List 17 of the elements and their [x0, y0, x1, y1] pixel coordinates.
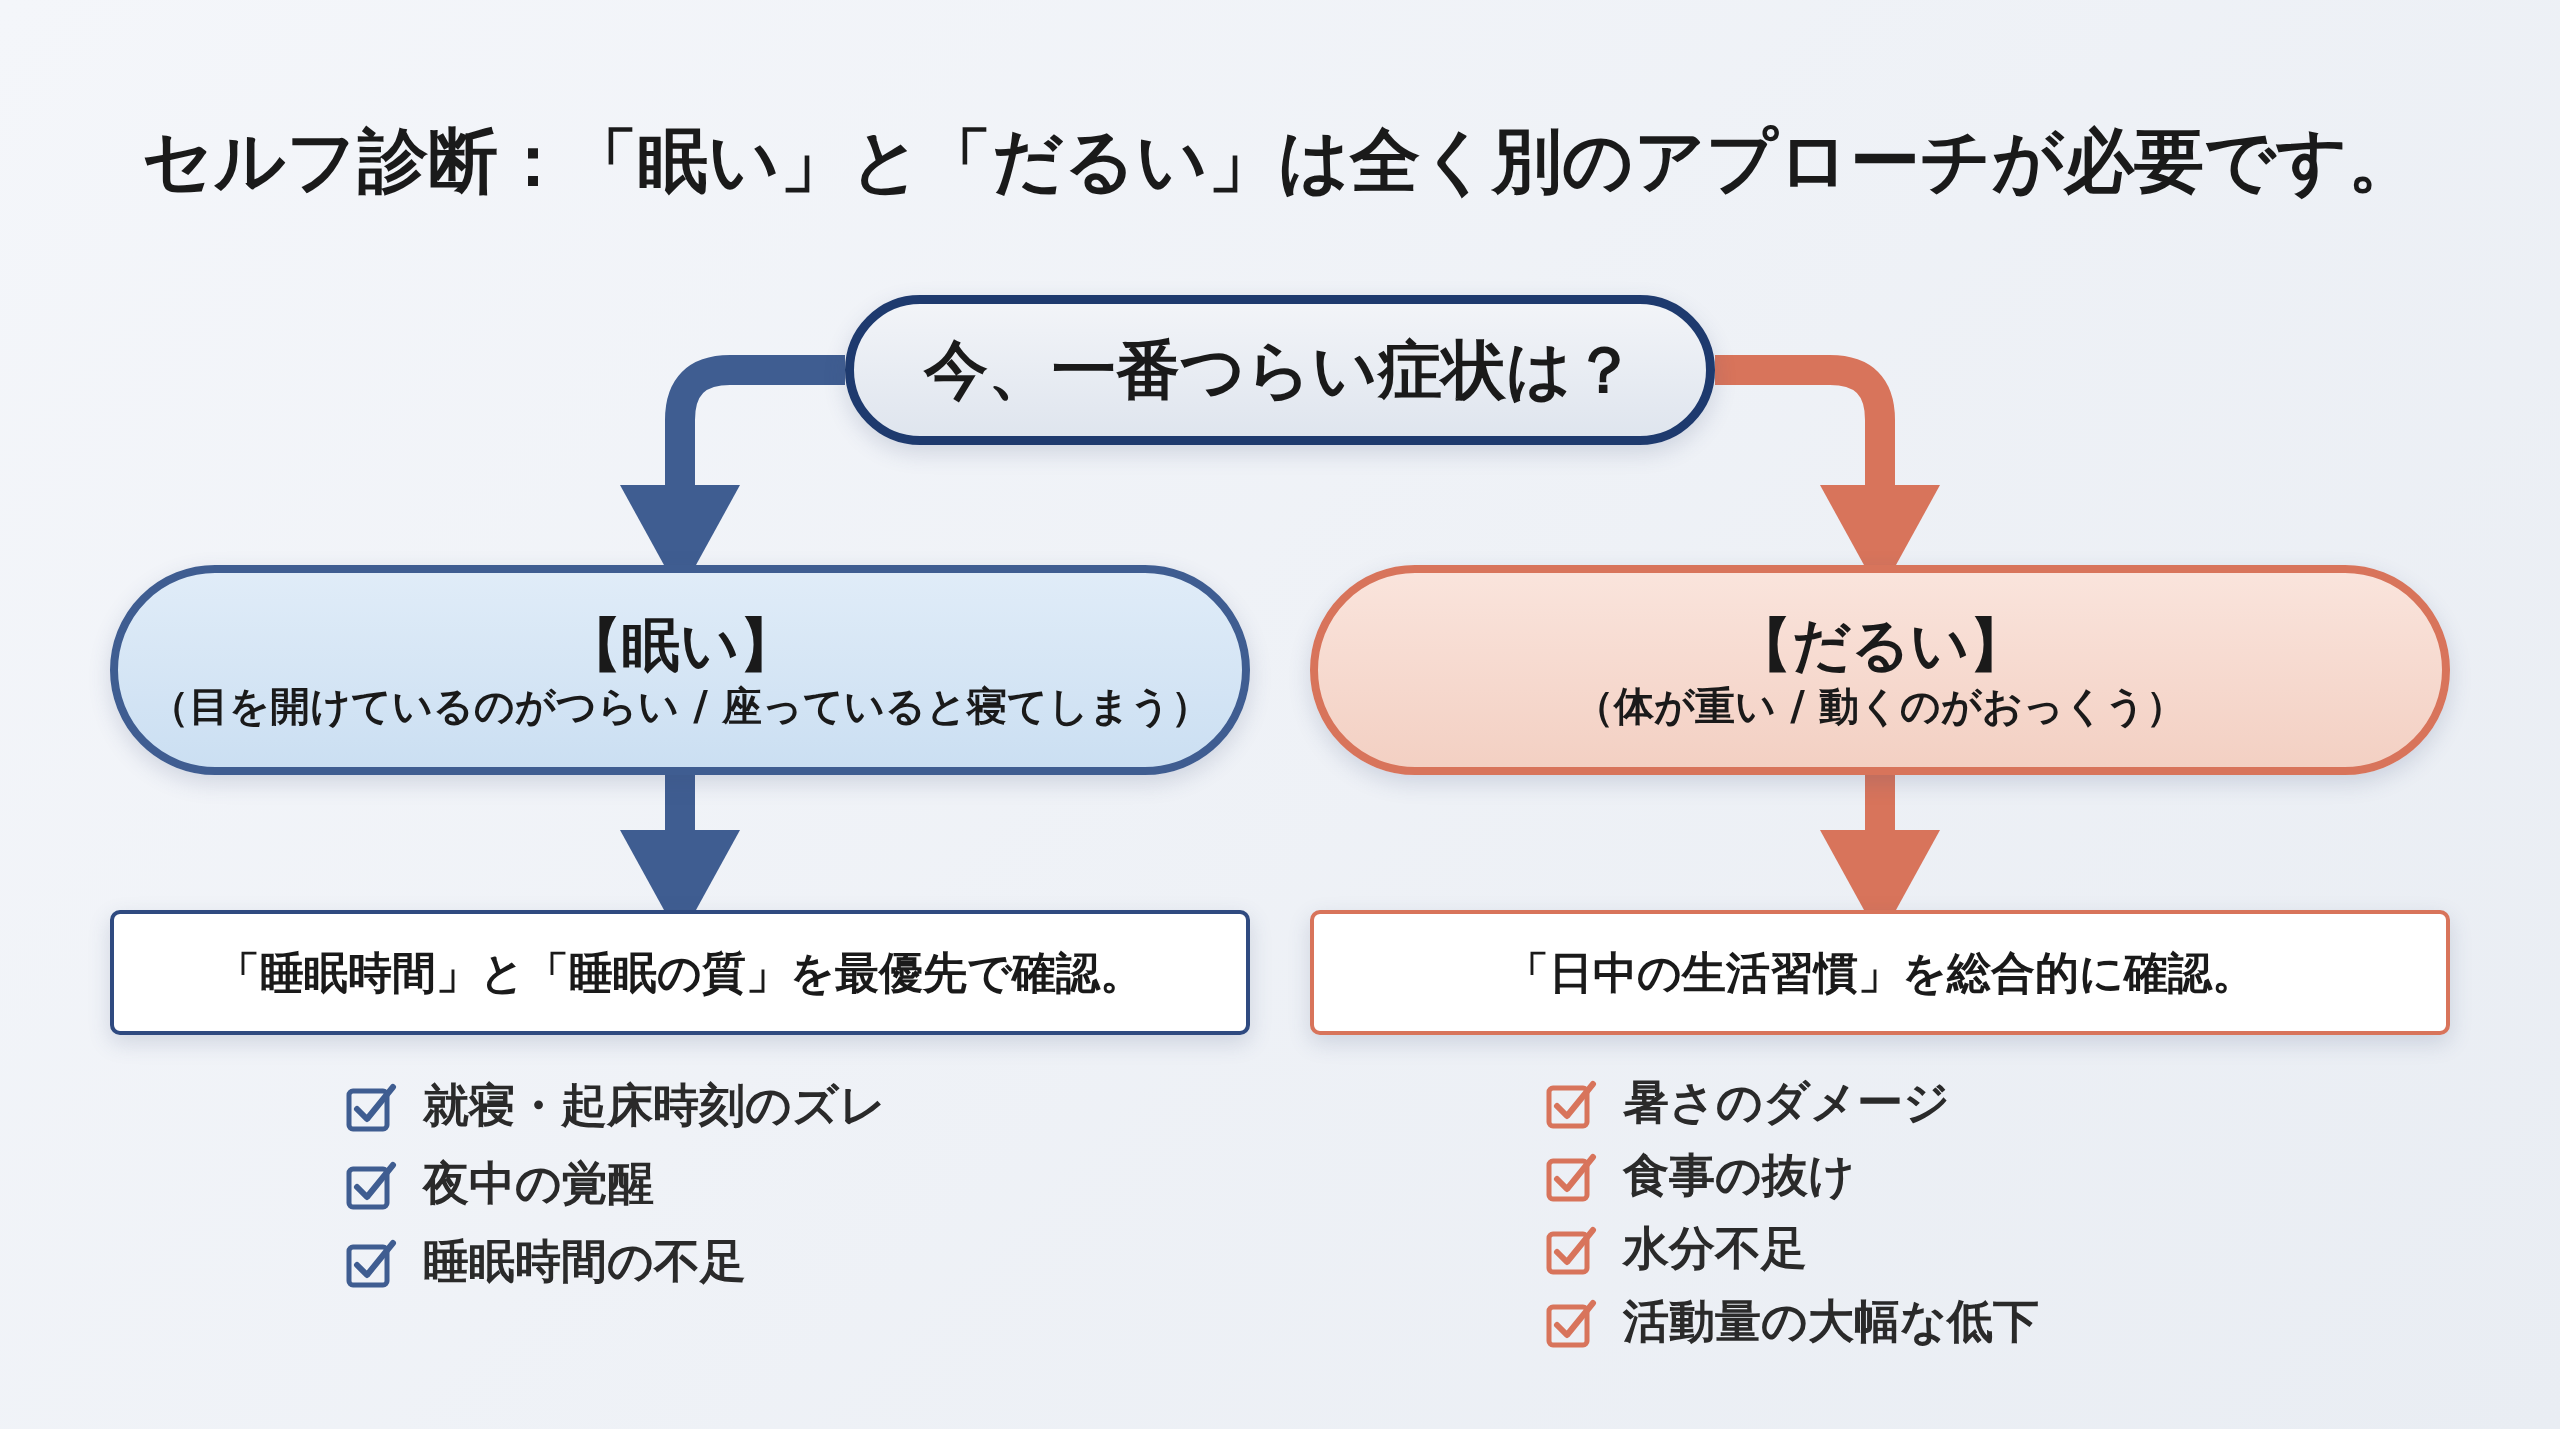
- title: セルフ診断：「眠い」と「だるい」は全く別のアプローチが必要です。: [141, 119, 2419, 204]
- action-box: [110, 910, 1250, 1035]
- checklist-item: 夜中の覚醒: [423, 1155, 654, 1212]
- heading: 【だるい】: [1733, 609, 2027, 681]
- checklist-item: 暑さのダメージ: [1623, 1074, 1950, 1131]
- node-text: 今、一番つらい症状は？: [924, 332, 1636, 409]
- checklist-item: 活動量の大幅な低下: [1623, 1293, 2039, 1350]
- subtext: （目を開けているのがつらい / 座っていると寝てしまう）: [149, 682, 1211, 732]
- checklist-item: 水分不足: [1623, 1220, 1807, 1277]
- heading: 【眠い】: [563, 609, 797, 681]
- node-text: 「日中の生活習慣」を総合的に確認。: [1504, 946, 2256, 1000]
- checklist-item: 睡眠時間の不足: [423, 1233, 746, 1290]
- node-text: 「睡眠時間」と「睡眠の質」を最優先で確認。: [216, 946, 1144, 1000]
- checklist-item: 食事の抜け: [1623, 1147, 1855, 1204]
- action-box: [1310, 910, 2450, 1035]
- subtext: （体が重い / 動くのがおっくう）: [1574, 682, 2186, 732]
- checklist-item: 就寝・起床時刻のズレ: [423, 1077, 886, 1134]
